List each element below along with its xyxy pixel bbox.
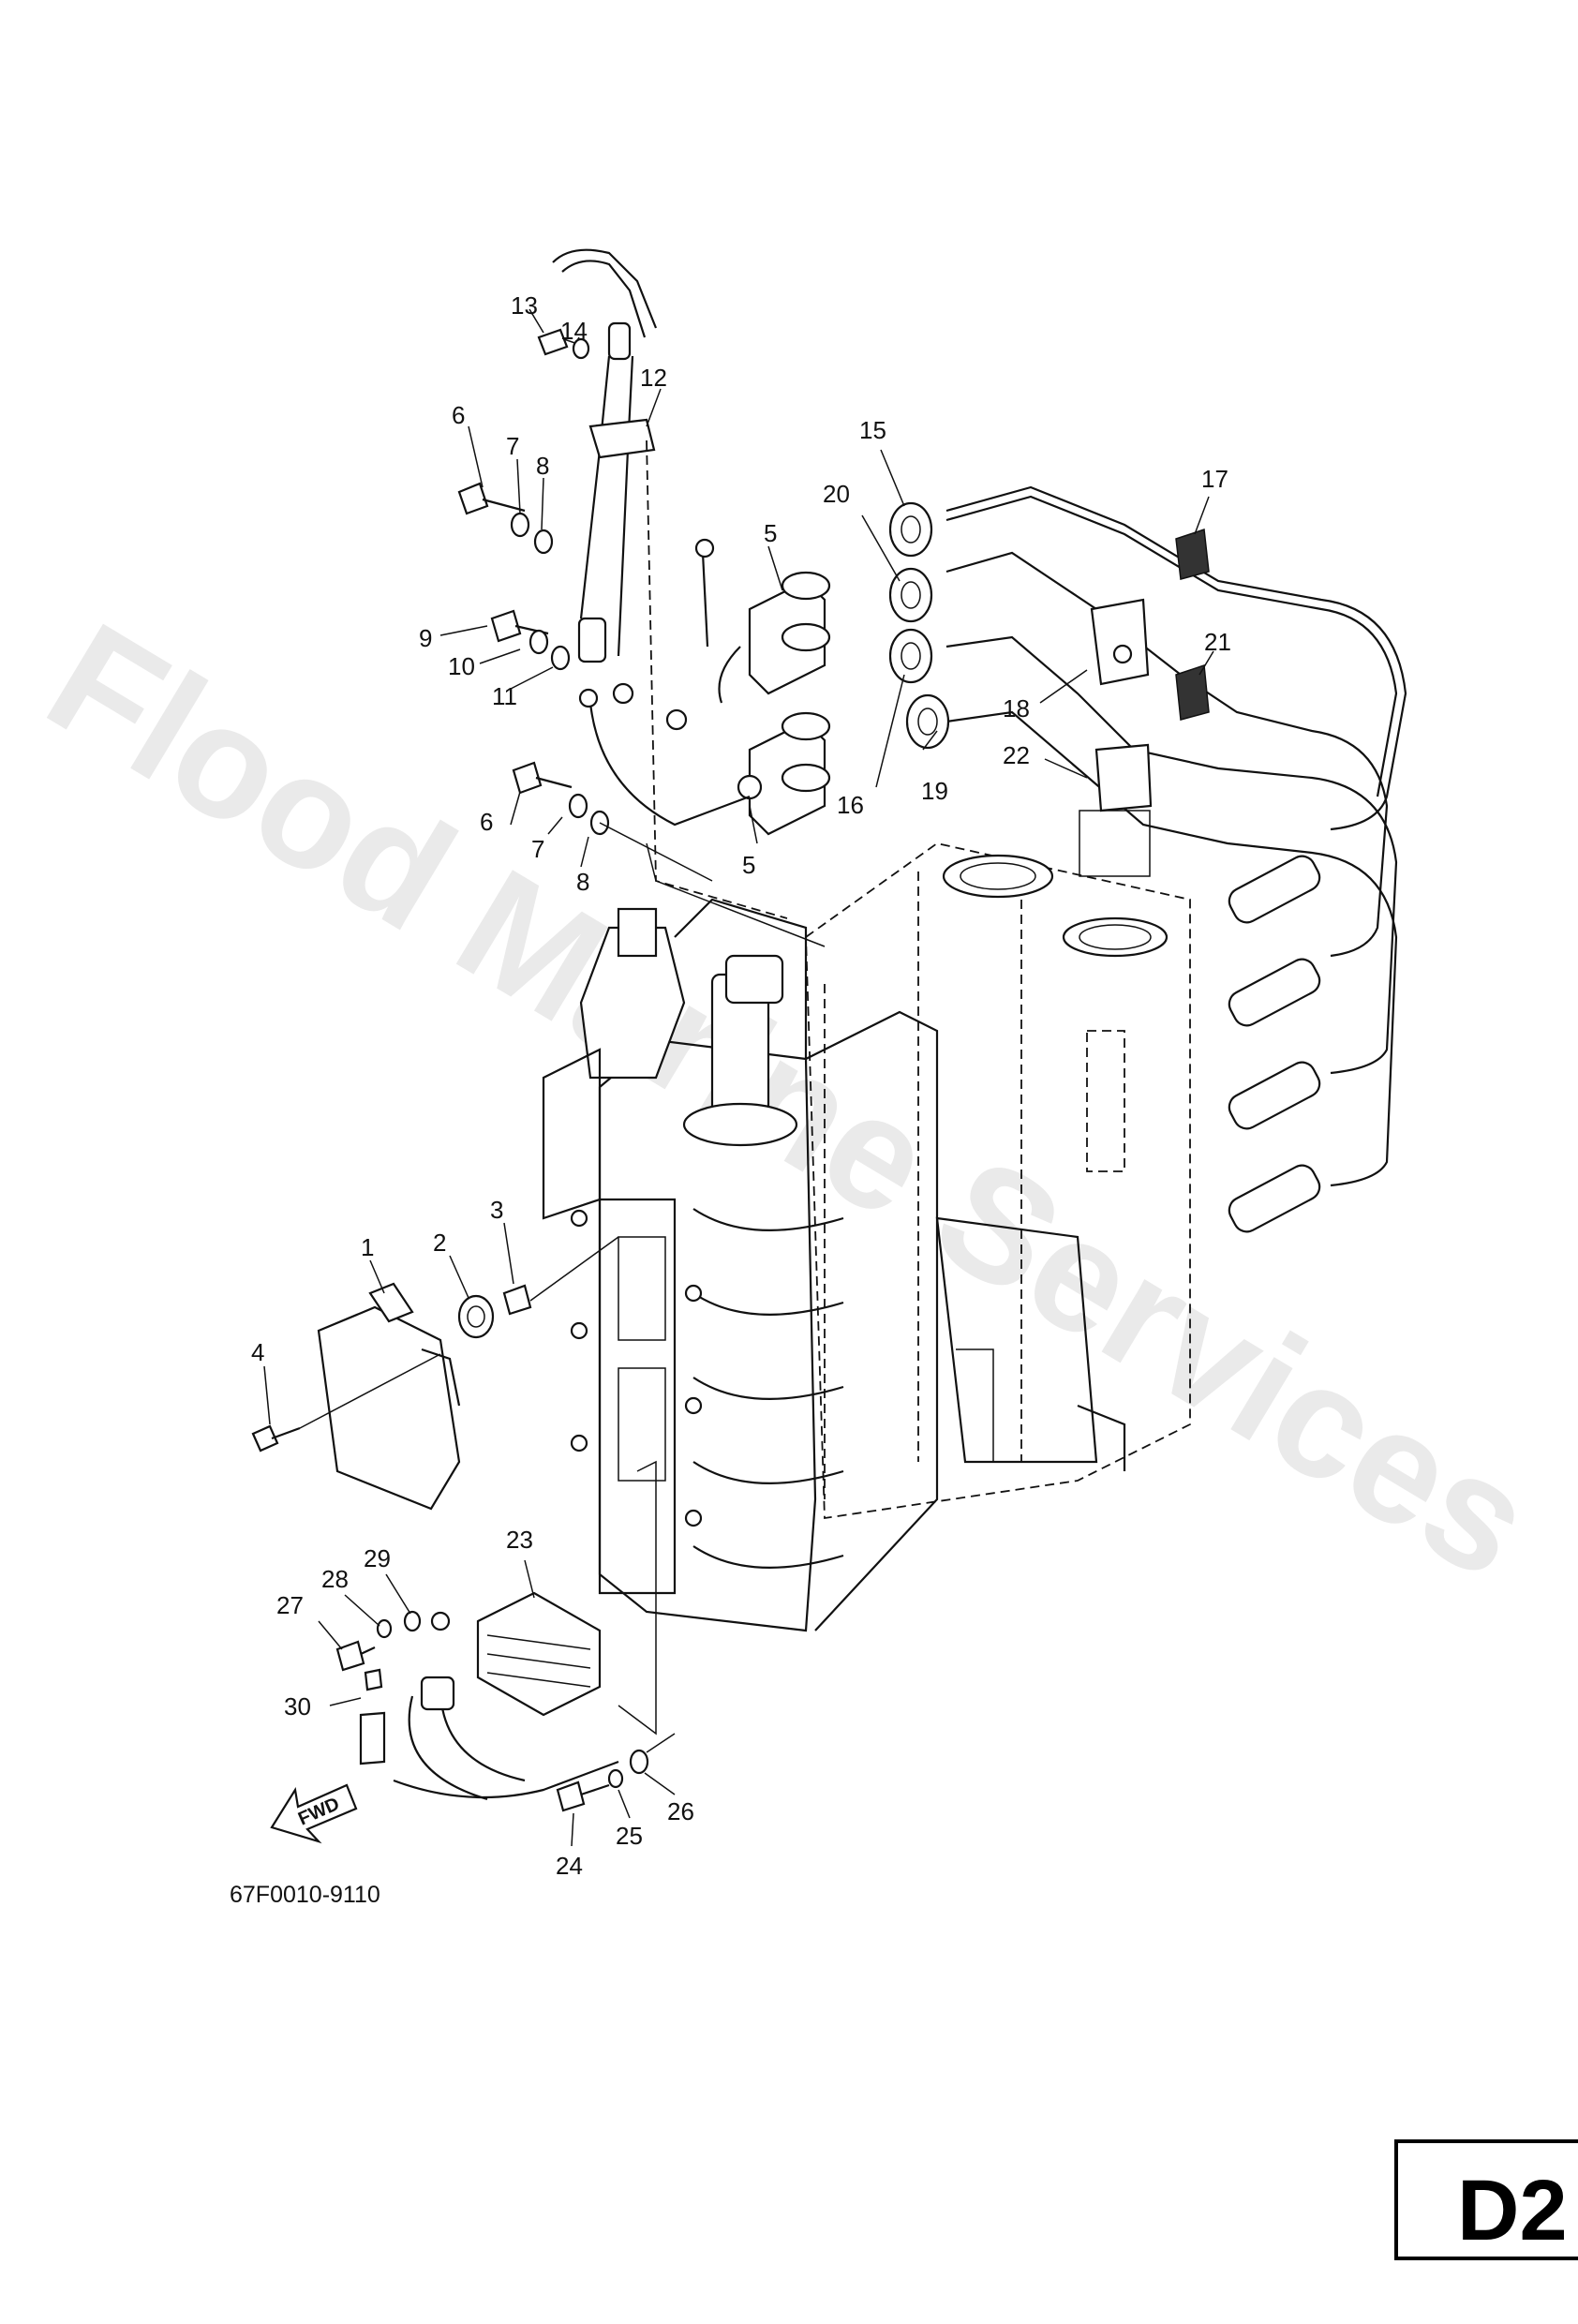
cdi-unit xyxy=(251,1236,619,1511)
callout-27: 27 xyxy=(276,1591,304,1619)
diagram-part-number: 67F0010-9110 xyxy=(230,1882,380,1908)
callout-6-lower: 6 xyxy=(480,808,493,836)
bracket-18 xyxy=(1090,598,1150,686)
callout-21: 21 xyxy=(1204,628,1231,656)
callout-1: 1 xyxy=(361,1233,374,1261)
callout-26: 26 xyxy=(667,1797,694,1825)
callout-24: 24 xyxy=(556,1852,583,1880)
callout-13: 13 xyxy=(511,291,538,320)
callout-4: 4 xyxy=(251,1338,264,1366)
wire-holder-21 xyxy=(1175,663,1210,721)
callout-6-upper: 6 xyxy=(452,401,465,429)
callout-29: 29 xyxy=(364,1544,391,1572)
callout-28: 28 xyxy=(321,1565,349,1593)
plug-cap-1 xyxy=(1228,855,1321,924)
spark-plug-wires xyxy=(888,485,1407,1233)
plug-cap-4 xyxy=(1228,1164,1321,1233)
page-code: D2 xyxy=(1457,2163,1568,2258)
callout-7-upper: 7 xyxy=(506,432,519,460)
callout-10: 10 xyxy=(448,652,475,680)
wire-holder-17 xyxy=(1175,528,1210,580)
engine-block xyxy=(542,842,1191,1632)
callout-23: 23 xyxy=(506,1526,533,1554)
callout-8-upper: 8 xyxy=(536,452,549,480)
fwd-arrow-icon: FWD xyxy=(270,1783,358,1844)
plug-cap-2 xyxy=(1228,958,1321,1027)
callout-18: 18 xyxy=(1003,694,1030,723)
callout-9: 9 xyxy=(419,624,432,652)
callout-3: 3 xyxy=(490,1196,503,1224)
callout-22: 22 xyxy=(1003,741,1030,769)
page-code-box: D2 xyxy=(1394,2139,1578,2260)
callout-30: 30 xyxy=(284,1692,311,1721)
callout-17: 17 xyxy=(1201,465,1228,493)
rectifier-regulator xyxy=(335,1460,676,1812)
callout-7-lower: 7 xyxy=(531,835,544,863)
ignition-coil-lower xyxy=(578,688,831,836)
callout-5-lower: 5 xyxy=(742,851,755,879)
leader-lines xyxy=(263,308,1214,1847)
callout-5-upper: 5 xyxy=(764,519,777,547)
callout-8-lower: 8 xyxy=(576,868,589,896)
callout-11: 11 xyxy=(492,682,517,710)
callout-12: 12 xyxy=(640,364,667,392)
plug-cap-3 xyxy=(1228,1061,1321,1130)
fasteners-upper xyxy=(457,328,713,882)
bracket-22 xyxy=(1079,743,1153,877)
callout-15: 15 xyxy=(859,416,886,444)
top-harness xyxy=(552,248,826,947)
callout-14: 14 xyxy=(560,317,588,345)
callout-19: 19 xyxy=(921,777,948,805)
callout-16: 16 xyxy=(837,791,864,819)
callout-numbers: 1 2 3 4 5 5 6 6 7 7 8 8 9 10 11 12 13 14… xyxy=(251,291,1231,1880)
ignition-coil-upper xyxy=(694,538,831,704)
callout-2: 2 xyxy=(433,1229,446,1257)
callout-20: 20 xyxy=(823,480,850,508)
callout-25: 25 xyxy=(616,1822,643,1850)
